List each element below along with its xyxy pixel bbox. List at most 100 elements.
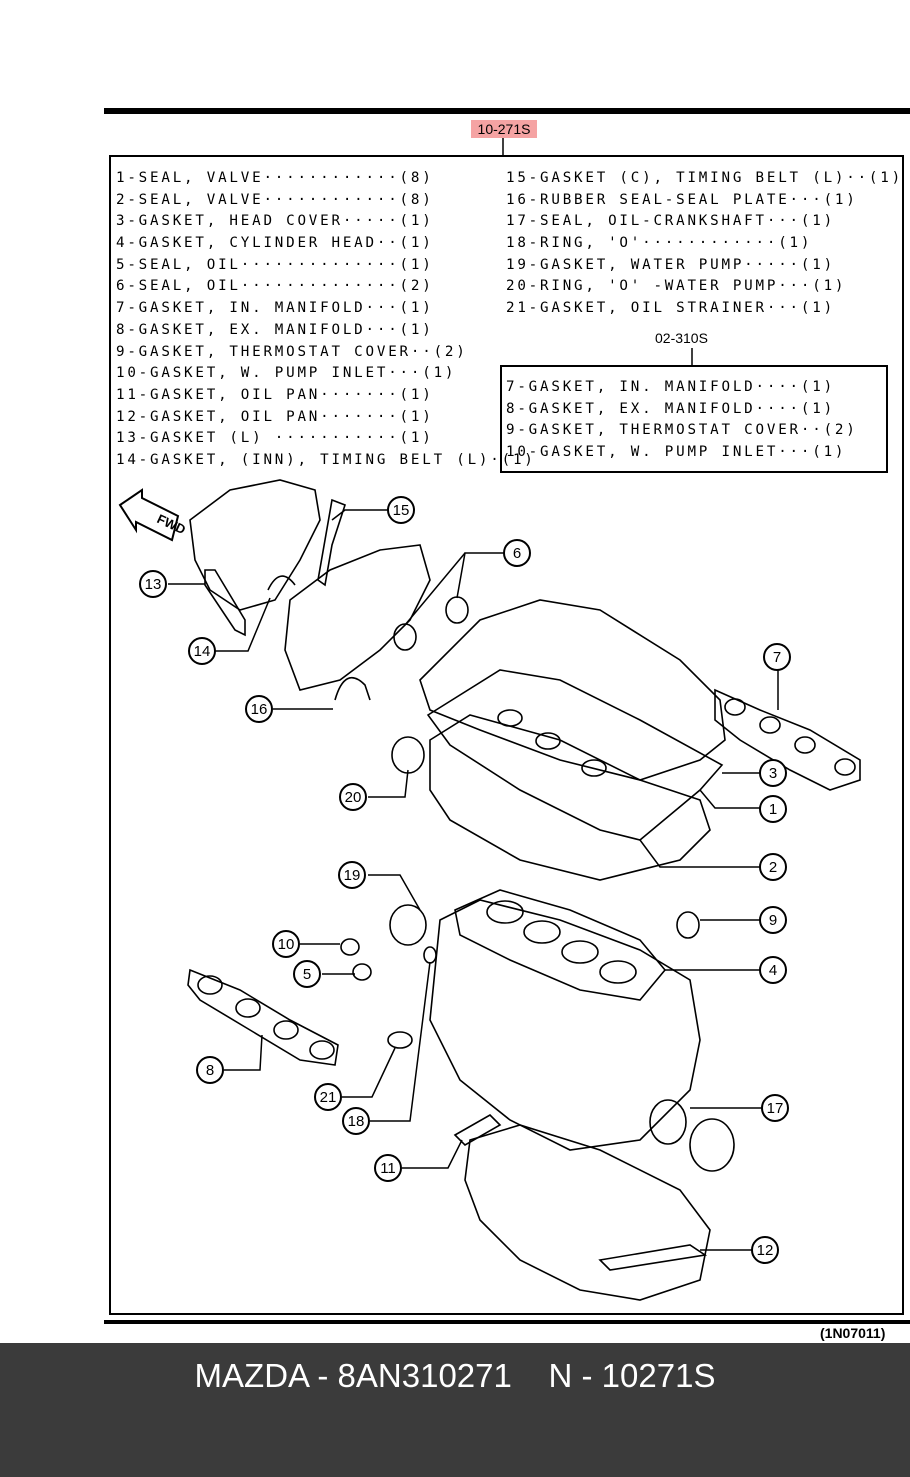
part-line: 7-GASKET, IN. MANIFOLD····(1) [506,379,835,395]
callout-circle [751,1236,779,1264]
callout-circle [339,783,367,811]
callout-number: 2 [769,859,777,876]
engine-outline [187,479,861,1301]
callout-circle [374,1154,402,1182]
callout-21: 21 [314,1083,342,1111]
callout-number: 19 [344,867,361,884]
part-line: 8-GASKET, EX. MANIFOLD····(1) [506,400,835,417]
callout-10: 10 [272,930,300,958]
sub-kit-parts-list: 7-GASKET, IN. MANIFOLD····(1) 8-GASKET, E… [506,377,858,464]
callout-number: 17 [767,1100,784,1117]
callout-circle [338,861,366,889]
diagram-frame [109,155,904,1315]
callout-14: 14 [188,637,216,665]
callout-circle [293,960,321,988]
callout-number: 21 [320,1089,337,1106]
callout-8: 8 [196,1056,224,1084]
part-line: 9-GASKET, THERMOSTAT COVER··(2) [116,343,468,360]
callout-circle [759,906,787,934]
fwd-arrow-icon: FWD [118,488,188,542]
part-line: 8-GASKET, EX. MANIFOLD···(1) [116,321,434,338]
sub-kit-code: 02-310S [655,330,708,346]
footer-bar: MAZDA - 8AN310271 N - 10271S [0,1343,910,1477]
callout-9: 9 [759,906,787,934]
part-line: 21-GASKET, OIL STRAINER···(1) [506,300,835,317]
callout-number: 12 [757,1242,774,1259]
callout-circle [139,570,167,598]
callout-6: 6 [503,539,531,567]
callout-circle [503,539,531,567]
callout-2: 2 [759,853,787,881]
part-line: 20-RING, 'O' -WATER PUMP···(1) [506,278,847,295]
callout-18: 18 [342,1107,370,1135]
callout-number: 15 [393,502,410,519]
part-line: 18-RING, 'O'············(1) [506,235,813,252]
callout-20: 20 [339,783,367,811]
callout-circle [196,1056,224,1084]
callout-number: 7 [773,649,781,666]
part-line: 17-SEAL, OIL-CRANKSHAFT···(1) [506,213,835,230]
part-line: 6-SEAL, OIL··············(2) [116,278,434,295]
part-line: 10-GASKET, W. PUMP INLET···(1) [116,365,457,382]
callout-15: 15 [387,496,415,524]
part-line: 5-SEAL, OIL··············(1) [116,256,434,273]
figure-code: (1N07011) [820,1325,886,1341]
callout-4: 4 [759,956,787,984]
callout-7: 7 [763,643,791,671]
callout-number: 5 [303,966,311,983]
part-line: 16-RUBBER SEAL-SEAL PLATE···(1) [506,191,858,208]
top-rule [104,108,910,114]
callout-circle [387,496,415,524]
part-line: 9-GASKET, THERMOSTAT COVER··(2) [506,422,858,439]
callout-11: 11 [374,1154,402,1182]
callout-number: 13 [145,576,162,593]
footer-caption: MAZDA - 8AN310271 N - 10271S [194,1357,716,1394]
callout-19: 19 [338,861,366,889]
callout-circle [759,759,787,787]
callout-number: 10 [278,936,295,953]
part-line: 10-GASKET, W. PUMP INLET···(1) [506,444,847,461]
callout-number: 18 [348,1113,365,1130]
callout-circle [245,695,273,723]
callout-12: 12 [751,1236,779,1264]
callout-1: 1 [759,795,787,823]
callout-number: 11 [380,1160,396,1177]
callout-5: 5 [293,960,321,988]
part-line: 15-GASKET (C), TIMING BELT (L)··(1) [506,170,903,186]
bottom-rule [104,1320,910,1324]
callout-number: 6 [513,545,521,562]
callout-number: 4 [769,962,777,979]
callout-3: 3 [759,759,787,787]
callout-number: 9 [769,912,777,929]
ref-code-tag[interactable]: 10-271S [471,120,537,138]
callout-circle [761,1094,789,1122]
callout-number: 1 [769,801,777,818]
callout-number: 8 [206,1062,214,1079]
callout-17: 17 [761,1094,789,1122]
part-line: 3-GASKET, HEAD COVER·····(1) [116,213,434,230]
callout-circle [763,643,791,671]
part-line: 11-GASKET, OIL PAN·······(1) [116,386,434,403]
parts-list-left: 1-SEAL, VALVE············(8) 2-SEAL, VALV… [116,168,536,472]
callout-circle [188,637,216,665]
callout-number: 14 [194,643,211,660]
sub-kit-box [500,365,888,473]
part-line: 13-GASKET (L) ···········(1) [116,430,434,447]
callout-circle [272,930,300,958]
callout-circle [759,795,787,823]
part-line: 7-GASKET, IN. MANIFOLD···(1) [116,300,434,317]
parts-list-right: 15-GASKET (C), TIMING BELT (L)··(1) 16-RU… [506,168,903,320]
part-line: 2-SEAL, VALVE············(8) [116,191,434,208]
part-line: 12-GASKET, OIL PAN·······(1) [116,408,434,425]
callout-number: 3 [769,765,777,782]
callout-16: 16 [245,695,273,723]
part-line: 1-SEAL, VALVE············(8) [116,170,434,186]
callout-13: 13 [139,570,167,598]
callout-circle [314,1083,342,1111]
part-line: 19-GASKET, WATER PUMP·····(1) [506,256,835,273]
callout-circle [759,853,787,881]
callout-circle [759,956,787,984]
callout-number: 20 [345,789,362,806]
